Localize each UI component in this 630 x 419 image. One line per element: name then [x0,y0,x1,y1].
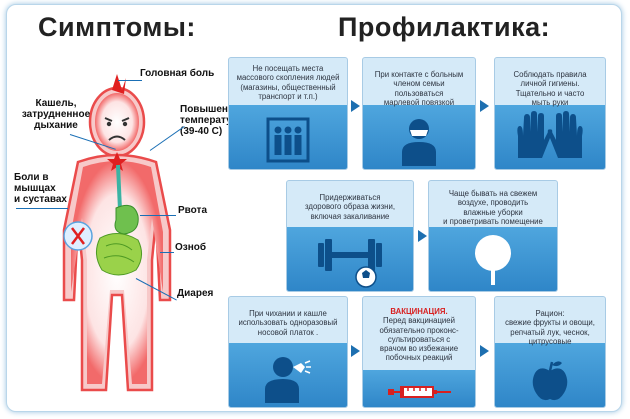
fever-label-2: температуры [180,115,247,126]
card-text: При чихании и кашле использовать однораз… [235,309,341,337]
callout-muscle: Боли в мышцах и суставах [14,172,67,205]
card-line: свежие фрукты и овощи, [505,318,595,328]
syringe-icon [388,386,451,398]
cough-label-3: дыхание [34,120,78,131]
card-line: сультироваться с [387,334,451,344]
card-line: использовать одноразовый [238,318,338,328]
card-line: массового скопления людей [236,73,340,83]
diarrhea-label: Диарея [177,288,214,299]
card-text: Соблюдать правила личной гигиены. Тщател… [501,70,599,107]
card-diet: Рацион: свежие фрукты и овощи, репчатый … [494,296,606,408]
card-line: Соблюдать правила [513,70,587,79]
card-line: Перед вакцинацией [383,316,455,326]
body-figure [62,74,172,392]
arrow-1 [351,100,360,112]
headache-burst [112,74,126,94]
prevention-title: Профилактика: [338,12,551,42]
card-text: Не посещать места массового скопления лю… [235,64,341,101]
card-hygiene: Соблюдать правила личной гигиены. Тщател… [494,57,606,170]
card-line: Рацион: [535,309,565,318]
masked-person-icon [402,119,436,166]
card-line: При контакте с больным [374,70,464,79]
callout-fever: Повышение температуры (39-40 С) [180,104,246,137]
arrow-3 [418,230,427,242]
card-healthy-lifestyle: Придерживаться здорового образа жизни, в… [286,180,414,292]
card-line: и проветривать помещение [443,216,543,226]
card-mask: При контакте с больным членом семьи поль… [362,57,476,170]
card-line: побочных реакций [385,353,453,363]
elevator-people-icon [266,117,310,163]
callout-diarrhea: Диарея [177,288,213,299]
card-line: (магазины, общественный [240,82,336,92]
apple-icon [532,361,568,401]
card-line: влажные уборки [463,207,523,217]
card-line: пользоваться [394,88,444,98]
arrow-2 [480,100,489,112]
card-line: Не посещать места [252,64,324,73]
muscle-label-2: мышцах [14,183,56,194]
muscle-label-1: Боли в [14,172,49,183]
card-panel [287,227,413,291]
sneezing-person-icon [265,357,311,403]
card-line: членом семьи [393,79,445,89]
vomit-label: Рвота [178,205,208,216]
vaccination-highlight: ВАКЦИНАЦИЯ. [390,307,448,316]
tree-icon [475,235,511,285]
cough-label-2: затрудненное [21,109,91,120]
muscle-label-3: и суставах [14,194,67,205]
card-line: транспорт и т.п.) [258,91,318,101]
card-line: При чихании и кашле [249,309,327,318]
card-line: репчатый лук, чеснок, [510,327,590,337]
callout-vomit-line [140,215,176,216]
card-crowds: Не посещать места массового скопления лю… [228,57,348,170]
headache-label: Головная боль [140,68,215,79]
callout-headache-line [118,80,142,81]
fever-label-1: Повышение [180,104,240,115]
symptoms-title: Симптомы: [38,12,196,42]
card-line: здорового образа жизни, [305,202,395,212]
callout-headache: Головная боль [140,68,214,79]
card-text: Придерживаться здорового образа жизни, в… [293,193,407,221]
arrow-5 [480,345,489,357]
card-line: Тщательно и часто [515,88,585,98]
callout-cough: Кашель, затрудненное дыхание [16,98,96,131]
card-line: Придерживаться [319,193,381,202]
hands-icon [517,111,583,158]
card-line: Чаще бывать на свежем [448,189,538,198]
card-line: обязательно проконс- [379,325,459,335]
card-text: Чаще бывать на свежем воздухе, проводить… [435,189,551,226]
card-line: марлевой повязкой [383,97,455,107]
card-vaccination: ВАКЦИНАЦИЯ. Перед вакцинацией обязательн… [362,296,476,408]
card-line: цитрусовые [528,336,572,346]
arrow-4 [351,345,360,357]
dumbbell-ball-icon [318,239,382,288]
card-line: носовой платок . [257,327,319,337]
card-text: Рацион: свежие фрукты и овощи, репчатый … [501,309,599,346]
card-handkerchief: При чихании и кашле использовать однораз… [228,296,348,408]
callout-chills-line [160,252,174,253]
callout-vomit: Рвота [178,205,207,216]
card-text: При контакте с больным членом семьи поль… [369,70,469,107]
card-line: воздухе, проводить [457,198,529,208]
fever-label-3: (39-40 С) [180,126,223,137]
callout-muscle-line [16,208,68,209]
card-line: личной гигиены. [520,79,580,89]
chills-label: Озноб [175,242,207,253]
callout-chills: Озноб [175,242,206,253]
card-line: мыть руки [531,97,569,107]
cough-label-1: Кашель, [35,98,77,109]
card-fresh-air: Чаще бывать на свежем воздухе, проводить… [428,180,558,292]
card-text: ВАКЦИНАЦИЯ. Перед вакцинацией обязательн… [369,307,469,363]
card-line: врачом во избежание [379,344,459,354]
card-line: включая закаливание [310,211,390,221]
